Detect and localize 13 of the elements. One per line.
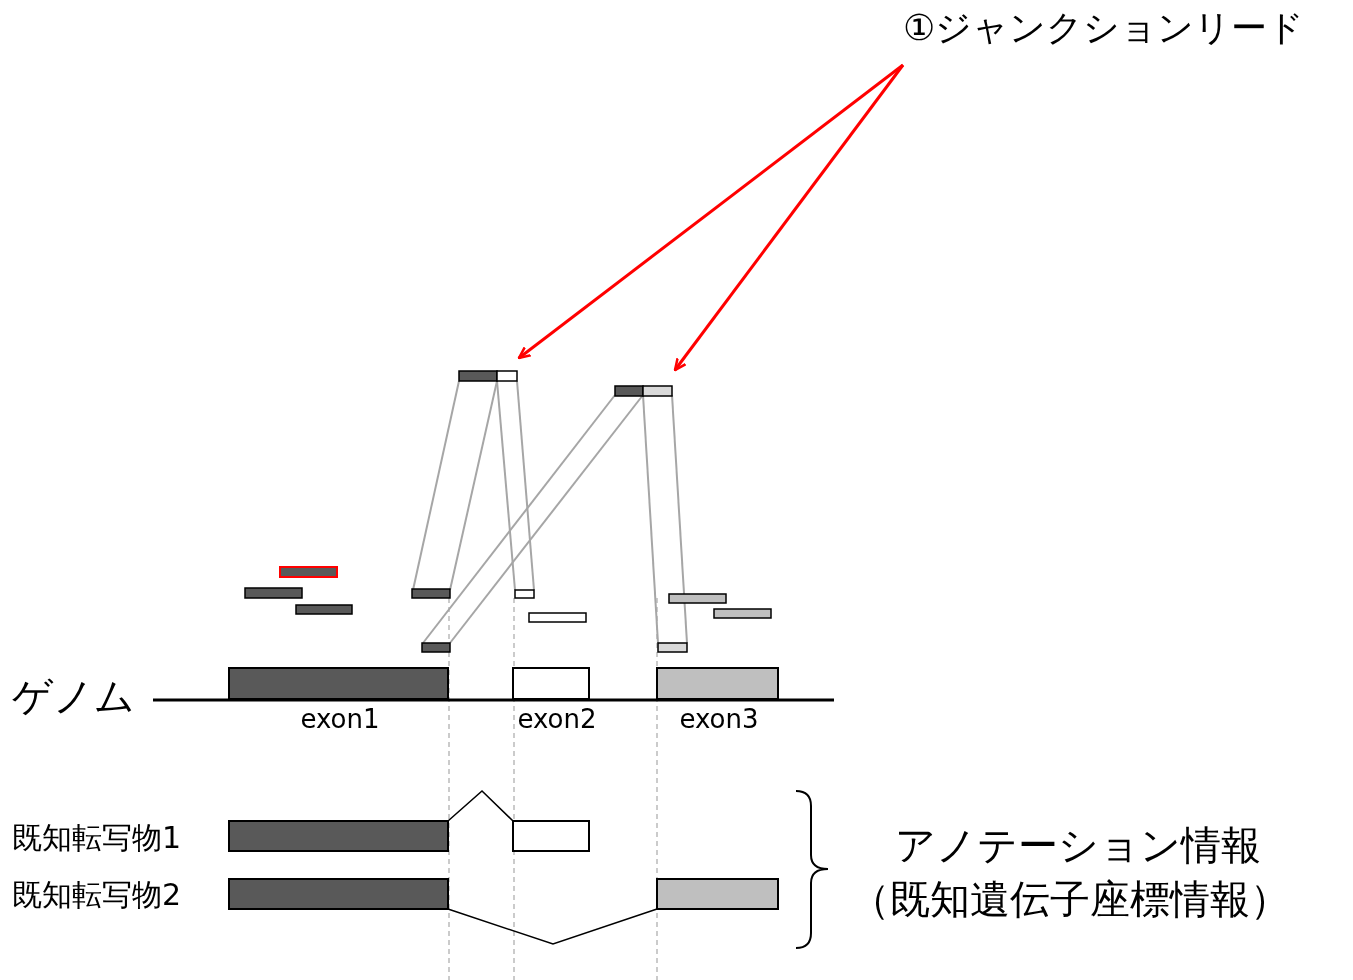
exon-label: exon2 <box>517 706 597 732</box>
genome-label: ゲノム <box>12 676 135 716</box>
exon-label: exon3 <box>679 706 759 732</box>
exon-label: exon1 <box>300 706 380 732</box>
annotation-text: （既知遺伝子座標情報） <box>850 879 1290 919</box>
annotation-text: アノテーション情報 <box>895 825 1261 865</box>
transcript-label: 既知転写物1 <box>12 823 182 853</box>
transcript-label: 既知転写物2 <box>12 880 182 910</box>
junction-read-bar <box>458 370 518 382</box>
arrow <box>517 63 904 360</box>
arrow <box>673 64 905 372</box>
junction-read-bar <box>614 385 673 397</box>
callout-text: ①ジャンクションリード <box>903 10 1305 46</box>
